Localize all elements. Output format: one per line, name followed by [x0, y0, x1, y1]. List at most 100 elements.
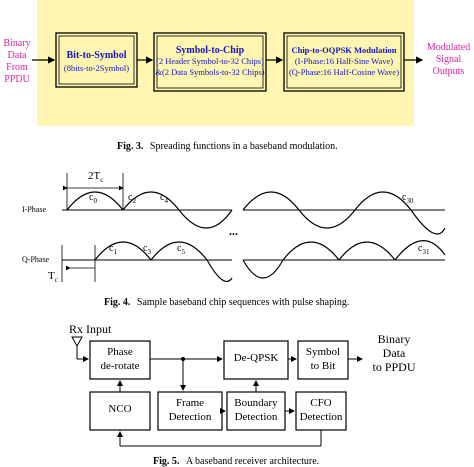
chip-label-c2: c2	[128, 192, 136, 205]
phase-derotate-label: Phase de-rotate	[90, 345, 150, 373]
chip-base: c	[160, 192, 165, 203]
chip-base: c	[109, 243, 114, 254]
bit-to-symbol-title: Bit-to-Symbol	[66, 50, 127, 61]
i-pulse-c2	[122, 191, 180, 211]
binary-out-line-2: Data	[382, 346, 406, 360]
i-pulse-c4	[178, 209, 233, 229]
i-pulse-c30	[410, 209, 446, 235]
symbol-to-chip-title: Symbol-to-Chip	[175, 45, 245, 56]
fig5-caption: Fig. 5. A baseband receiver architecture…	[153, 456, 319, 467]
fig4-caption-text: Sample baseband chip sequences with puls…	[136, 297, 350, 308]
q-pulse-c31	[394, 240, 446, 261]
q-phase-label: Q-Phase	[22, 255, 50, 264]
boundary-detection-line-2: Detection	[234, 411, 278, 423]
output-label: Modulated Signal Outputs	[423, 42, 474, 78]
two-tc-sub: c	[100, 176, 104, 185]
chip-label-c5: c5	[177, 243, 185, 256]
two-tc-label: 2Tc	[88, 170, 103, 184]
binary-out-line-1: Binary	[377, 332, 411, 346]
chip-index: 4	[164, 197, 168, 205]
frame-detection-line-2: Detection	[168, 411, 212, 423]
chip-to-oqpsk-block: Chip-to-OQPSK Modulation (I-Phase:16 Hal…	[284, 45, 404, 78]
chip-label-c1: c1	[109, 243, 117, 256]
symbol-to-chip-detail-1: (2 Header Symbol-to-32 Chips)	[156, 56, 264, 66]
chip-base: c	[177, 243, 182, 254]
fig3-caption-label: Fig. 3.	[117, 141, 144, 152]
de-qpsk-label: De-QPSK	[233, 352, 279, 364]
i-pulse-r1	[242, 191, 300, 211]
chip-to-oqpsk-detail-1: (I-Phase:16 Half-Sine Wave)	[294, 56, 394, 66]
phase-derotate-line-1: Phase	[107, 346, 133, 358]
frame-detection-label: Frame Detection	[158, 396, 222, 424]
symbol-to-bit-line-1: Symbol	[305, 346, 341, 358]
input-label: Binary Data From PPDU	[0, 38, 34, 86]
chip-index: 30	[406, 197, 414, 205]
chip-index: 0	[93, 197, 97, 205]
symbol-to-bit-box	[297, 340, 349, 380]
q-pulse-c3	[150, 241, 208, 261]
binary-out-line-3: to PPDU	[372, 360, 416, 374]
binary-out-label: Binary Data to PPDU	[362, 332, 426, 374]
phase-derotate-line-2: de-rotate	[100, 360, 140, 372]
symbol-to-bit-label: Symbol to Bit	[298, 345, 348, 373]
q-pulse-c1	[94, 241, 152, 261]
chip-label-c0: c0	[89, 192, 97, 205]
fig3-background	[37, 0, 414, 126]
chip-label-c31: c31	[418, 243, 429, 256]
i-pulse-r2	[298, 209, 356, 229]
bit-to-symbol-detail: (8bits-to-2Symbol)	[63, 63, 130, 73]
fig3-caption-text: Spreading functions in a baseband modula…	[149, 141, 338, 152]
chip-base: c	[89, 192, 94, 203]
chip-index: 2	[132, 197, 136, 205]
rx-input-label: Rx Input	[69, 322, 112, 336]
fig4-caption: Fig. 4. Sample baseband chip sequences w…	[104, 297, 349, 308]
chip-to-oqpsk-detail-2: (Q-Phase:16 Half-Cosine Wave)	[288, 67, 400, 77]
cfo-detection-line-1: CFO	[310, 397, 332, 409]
q-pulse-r2	[282, 241, 340, 261]
phase-derotate-box	[89, 340, 151, 380]
cfo-detection-label: CFO Detection	[296, 396, 346, 424]
tc-label: Tc	[48, 270, 58, 284]
fig5-caption-label: Fig. 5.	[153, 456, 180, 467]
q-pulse-r3	[338, 241, 396, 261]
chip-index: 31	[422, 248, 430, 256]
output-line-2: Signal	[435, 54, 462, 65]
fig4-caption-label: Fig. 4.	[104, 297, 131, 308]
i-pulse-c0	[66, 191, 124, 211]
chip-index: 5	[181, 248, 185, 256]
chip-index: 1	[113, 248, 117, 256]
chip-base: c	[128, 192, 133, 203]
chip-label-c4: c4	[160, 192, 168, 205]
cfo-detection-line-2: Detection	[299, 411, 343, 423]
boundary-detection-line-1: Boundary	[234, 397, 278, 409]
output-line-1: Modulated	[426, 42, 471, 53]
ellipsis: ...	[229, 224, 238, 238]
chip-label-c30: c30	[402, 192, 413, 205]
chip-base: c	[402, 192, 407, 203]
fig3-caption: Fig. 3. Spreading functions in a baseban…	[117, 141, 338, 152]
output-line-3: Outputs	[432, 66, 465, 77]
i-pulse-r3	[354, 191, 412, 211]
input-line-1: Binary	[3, 38, 31, 49]
chip-base: c	[418, 243, 423, 254]
nco-label: NCO	[108, 403, 132, 415]
chip-to-oqpsk-title: Chip-to-OQPSK Modulation	[291, 45, 397, 55]
input-line-2: Data	[7, 50, 27, 61]
tc-sub: c	[54, 276, 58, 285]
de-qpsk-box	[223, 340, 289, 380]
symbol-to-bit-line-2: to Bit	[310, 360, 336, 372]
chip-index: 3	[147, 248, 151, 256]
input-line-4: PPDU	[4, 74, 30, 85]
symbol-to-chip-block: Symbol-to-Chip (2 Header Symbol-to-32 Ch…	[154, 45, 266, 78]
q-pulse-c5	[206, 259, 233, 282]
tc-text: T	[48, 270, 55, 282]
q-pulse-r1	[242, 259, 284, 279]
chip-base: c	[143, 243, 148, 254]
chip-label-c3: c3	[143, 243, 151, 256]
symbol-to-chip-detail-2: &(2 Data Symbols-to-32 Chips)	[155, 67, 265, 77]
boundary-detection-label: Boundary Detection	[227, 396, 285, 424]
bit-to-symbol-block: Bit-to-Symbol (8bits-to-2Symbol)	[59, 50, 134, 74]
